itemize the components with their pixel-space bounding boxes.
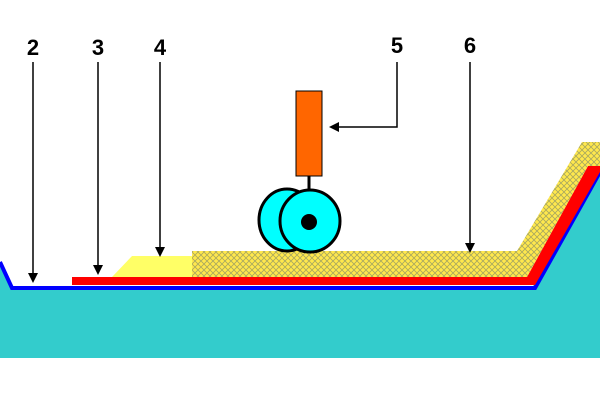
callout-label-6: 6 — [464, 33, 476, 58]
hatched-compacted-layer — [192, 142, 600, 277]
callout-label-3: 3 — [92, 35, 104, 60]
ground-body — [0, 168, 600, 358]
blue-liner-layer — [0, 171, 600, 290]
callout-label-4: 4 — [154, 35, 167, 60]
roller-compactor-icon — [257, 90, 342, 254]
callout-label-2: 2 — [27, 35, 39, 60]
callout-label-5: 5 — [391, 33, 403, 58]
roller-hub — [301, 214, 317, 230]
yellow-fill-layer — [112, 256, 192, 277]
compactor-body — [295, 90, 323, 177]
arrow-left-icon — [329, 62, 398, 132]
